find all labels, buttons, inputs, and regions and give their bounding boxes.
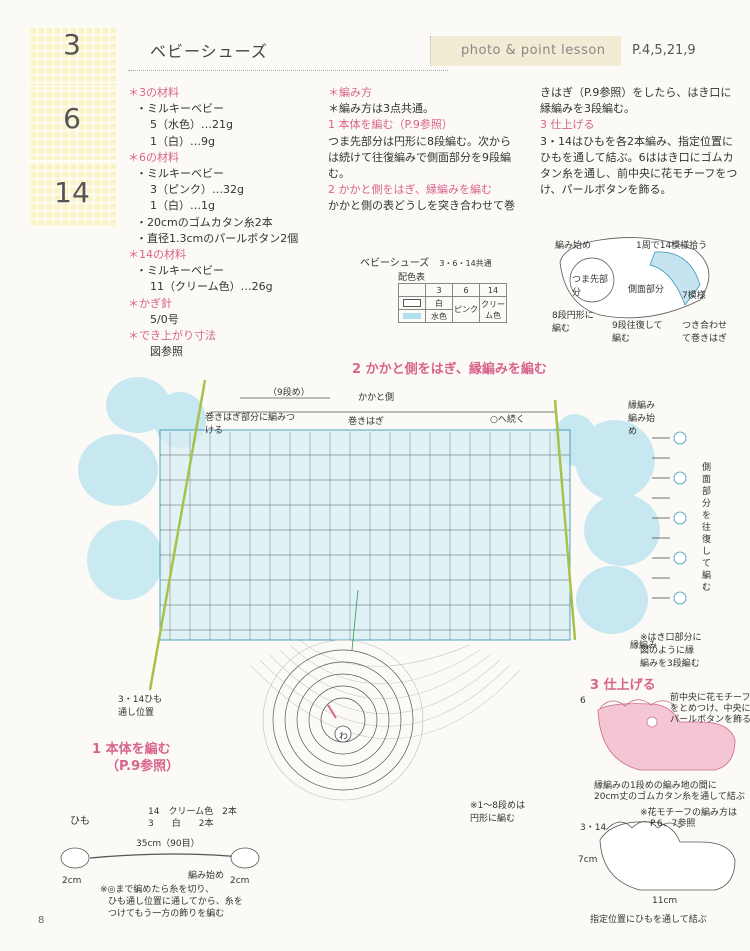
label-heel-join: つき合わせて巻きはぎ	[682, 321, 728, 344]
project-number-6: 6	[63, 102, 81, 135]
flower-ref-1: ※花モチーフの編み方は	[640, 808, 738, 818]
sidebar-divider	[28, 86, 116, 87]
flower-note-1: 前中央に花モチーフ	[670, 693, 750, 703]
method-column-1: ＊編み方 ＊編み方は3点共通。 1 本体を編む（P.9参照） つま先部分は円形に8段編…	[328, 85, 515, 215]
text-line: ＊14の材料	[128, 248, 186, 262]
text-line: ＊6の材料	[128, 150, 179, 164]
color-table: 3 6 14 白 ピンク クリーム色 水色	[398, 283, 507, 323]
cord-row-3: 3 白 2本	[148, 819, 214, 829]
header-rule	[128, 70, 448, 71]
label-7-patterns: 7模様	[682, 291, 706, 301]
color-table-title: 配色表	[398, 273, 426, 283]
label-9-rows: 9段往復して編む	[612, 321, 663, 344]
elastic-note-1: 縁編みの1段めの編み地の間に	[594, 781, 717, 791]
label-row9: （9段め）	[268, 388, 310, 398]
text-line: つま先部分は円形に8段編む。次から	[328, 134, 511, 148]
text-line: ひもを通して結ぶ。6ははき口にゴムカ	[540, 150, 734, 164]
label-start: 編み始め	[555, 241, 592, 251]
cord-length: 35cm（90目）	[136, 839, 200, 849]
page-title: ベビーシューズ	[150, 42, 268, 61]
label-side-rows: 側面部分を往復して編む	[702, 463, 712, 593]
cord-label: ひも	[70, 816, 90, 827]
label-cord-position: 3・14ひも通し位置	[118, 695, 163, 718]
text-line: 1（白）…1g	[150, 199, 215, 213]
text-line: きはぎ（P.9参照）をしたら、はき口に	[540, 86, 732, 99]
text-line: ＊でき上がり寸法	[128, 329, 216, 343]
tie-note: 指定位置にひもを通して結ぶ	[590, 915, 707, 925]
lesson-label: photo & point lesson	[461, 43, 606, 58]
label-edging-note: ※はき口部分に図のように縁編みを3段編む	[640, 633, 702, 669]
text-line: け、パールボタンを飾る。	[540, 183, 672, 197]
dim-7cm: 7cm	[578, 855, 598, 865]
dim-11cm: 11cm	[652, 896, 678, 906]
text-line: ・直径1.3cmのパールボタン2個	[136, 231, 299, 245]
text-line: 5/0号	[150, 312, 179, 326]
text-line: ＊編み方	[328, 86, 372, 99]
text-line: ・ミルキーベビー	[136, 102, 224, 116]
text-line: 縁編みを3段編む。	[540, 102, 635, 116]
finish-6-label: 6	[580, 696, 586, 706]
elastic-note-2: 20cm丈のゴムカタン糸を通して結ぶ	[594, 792, 745, 802]
lesson-tab: photo & point lesson	[430, 36, 621, 66]
text-line: タン糸を通し、前中央に花モチーフをつ	[540, 167, 738, 181]
text-line: 3 仕上げる	[540, 118, 595, 132]
project-number-3: 3	[63, 28, 81, 61]
project-number-14: 14	[54, 176, 90, 209]
table-cell: 水色	[425, 309, 453, 323]
label-8-rounds: 8段円形に編む	[552, 311, 594, 334]
text-line: 3（ピンク）…32g	[150, 183, 244, 197]
cord-note-2: ひも通し位置に通してから、糸を	[108, 897, 243, 907]
text-line: む。	[328, 167, 350, 181]
label-side: 側面部分	[628, 285, 665, 295]
label-whipstitch-attach: 巻きはぎ部分に編みつける	[205, 413, 296, 436]
label-14-patterns: 1周で14模様拾う	[636, 241, 708, 251]
text-line: は続けて往復編みで側面部分を9段編	[328, 150, 511, 164]
sidebar-project-numbers: 3 6 14	[28, 28, 116, 228]
page-number: 8	[38, 915, 45, 926]
text-line: 3・14はひもを各2本編み、指定位置に	[540, 134, 733, 148]
page-references: P.4,5,21,9	[632, 43, 696, 58]
label-toe: つま先部分	[572, 275, 609, 298]
cord-start: 編み始め	[188, 871, 225, 881]
text-line: 1 本体を編む（P.9参照）	[328, 118, 453, 132]
label-rounds-1-8: ※1～8段めは円形に編む	[470, 801, 525, 824]
flower-ref-2: P.6、7参照	[650, 819, 696, 829]
section-1-ref: （P.9参照）	[106, 759, 180, 774]
label-ring: わ	[339, 732, 349, 742]
section-2-title: 2 かかと側をはぎ、縁編みを編む	[352, 362, 547, 377]
label-edge-start: 縁編み編み始め	[628, 401, 656, 437]
sidebar-divider	[28, 160, 116, 161]
label-heel-side: かかと側	[358, 393, 395, 403]
cord-note-1: ※◎まで編めたら糸を切り、	[100, 885, 215, 895]
method-column-2: きはぎ（P.9参照）をしたら、はき口に縁編みを3段編む。 3 仕上げる 3・14はひ…	[540, 85, 737, 198]
label-whipstitch: 巻きはぎ	[348, 417, 385, 427]
cord-note-3: つけてもう一方の飾りを編む	[108, 909, 225, 919]
section-3-title: 3 仕上げる	[590, 678, 656, 693]
text-line: 2 かかと側をはぎ、縁編みを編む	[328, 183, 492, 197]
text-line: 5（水色）…21g	[150, 118, 233, 132]
section-1-title: 1 本体を編む	[92, 742, 171, 757]
text-line: ＊編み方は3点共通。	[328, 102, 434, 116]
text-line: ＊かぎ針	[128, 296, 172, 310]
cord-2cm-left: 2cm	[62, 876, 82, 886]
finish-3-14-label: 3・14	[580, 823, 607, 833]
label-continue: ○へ続く	[490, 415, 525, 425]
flower-note-2: をとめつけ、中央に	[670, 704, 750, 714]
label-edging: 縁編み	[630, 641, 658, 651]
text-line: ・ミルキーベビー	[136, 264, 224, 278]
text-line: ＊3の材料	[128, 86, 179, 99]
table-cell: クリーム色	[479, 296, 507, 323]
diagram-heading: ベビーシューズ 3・6・14共通	[360, 258, 492, 269]
text-line: 11（クリーム色）…26g	[150, 280, 273, 294]
flower-note-3: パールボタンを飾る	[670, 715, 750, 725]
text-line: かかと側の表どうしを突き合わせて巻	[328, 199, 515, 213]
text-line: 1（白）…9g	[150, 134, 215, 148]
cord-row-14: 14 クリーム色 2本	[148, 807, 237, 817]
text-line: ・ミルキーベビー	[136, 167, 224, 181]
text-line: 図参照	[150, 345, 183, 359]
text-line: ・20cmのゴムカタン糸2本	[136, 215, 273, 229]
cord-2cm-right: 2cm	[230, 876, 250, 886]
